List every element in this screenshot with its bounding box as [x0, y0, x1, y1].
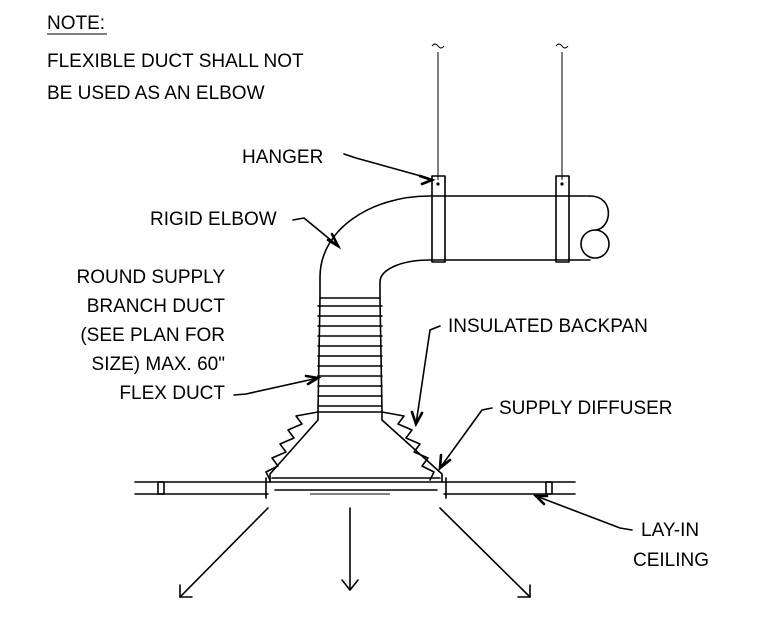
insulated-backpan-label: INSULATED BACKPAN — [448, 316, 648, 337]
ceiling-label-line-2: CEILING — [633, 550, 709, 571]
elbow-inner-line — [379, 259, 591, 299]
ceiling-leader — [535, 495, 633, 531]
branch-duct-label-line-5: FLEX DUCT — [119, 383, 225, 404]
insulated-backpan — [265, 411, 435, 481]
rigid-duct — [319, 175, 610, 299]
note-block: NOTE: FLEXIBLE DUCT SHALL NOT BE USED AS… — [47, 13, 304, 104]
hanger-strap-left — [431, 175, 446, 263]
ceiling-tee-right — [545, 481, 553, 495]
hanger-leader — [343, 153, 429, 179]
airflow-arrow-right — [439, 507, 531, 598]
supply-diffuser-label: SUPPLY DIFFUSER — [499, 398, 673, 419]
rigid-elbow-leader — [292, 217, 339, 247]
hanger-rod-break-right — [555, 43, 569, 49]
airflow-arrowhead-center — [341, 579, 359, 591]
hanger-rods — [431, 43, 569, 180]
lay-in-ceiling — [134, 477, 576, 499]
diffuser-leader — [439, 407, 493, 469]
rigid-elbow-label: RIGID ELBOW — [150, 209, 277, 230]
diffuser-cone — [269, 411, 443, 483]
hanger-bolt-right — [560, 182, 564, 186]
backpan-zigzag-left — [265, 411, 319, 481]
backpan-zigzag-right — [381, 411, 435, 481]
hanger-bolt-left — [436, 182, 440, 186]
elbow-outer-line — [319, 195, 591, 299]
hanger-label: HANGER — [242, 147, 323, 168]
branch-duct-label-line-2: BRANCH DUCT — [87, 296, 226, 317]
hanger-rod-break-left — [431, 43, 445, 49]
hanger-strap-right — [555, 175, 570, 263]
branch-duct-label-line-4: SIZE) MAX. 60" — [92, 354, 225, 375]
note-line-2: BE USED AS AN ELBOW — [47, 83, 265, 104]
branch-duct-label-line-3: (SEE PLAN FOR — [80, 325, 225, 346]
supply-diffuser — [269, 411, 443, 495]
airflow-arrowhead-right — [517, 584, 531, 598]
branch-duct-label-line-1: ROUND SUPPLY — [76, 267, 225, 288]
flex-duct-leader — [233, 377, 319, 396]
callout-labels: HANGER RIGID ELBOW ROUND SUPPLY BRANCH D… — [76, 147, 709, 571]
ceiling-label-line-1: LAY-IN — [641, 520, 699, 541]
duct-end-circle — [580, 229, 610, 259]
leader-lines — [233, 153, 633, 531]
duct-end-upper-curve — [589, 195, 610, 231]
flex-duct — [317, 297, 383, 413]
ceiling-tee-left — [157, 481, 165, 495]
note-line-1: FLEXIBLE DUCT SHALL NOT — [47, 51, 304, 72]
backpan-leader — [415, 325, 441, 425]
airflow-arrow-left — [179, 507, 269, 598]
airflow-arrows — [179, 507, 531, 598]
note-heading: NOTE: — [47, 13, 105, 34]
airflow-arrowhead-left — [179, 584, 193, 598]
